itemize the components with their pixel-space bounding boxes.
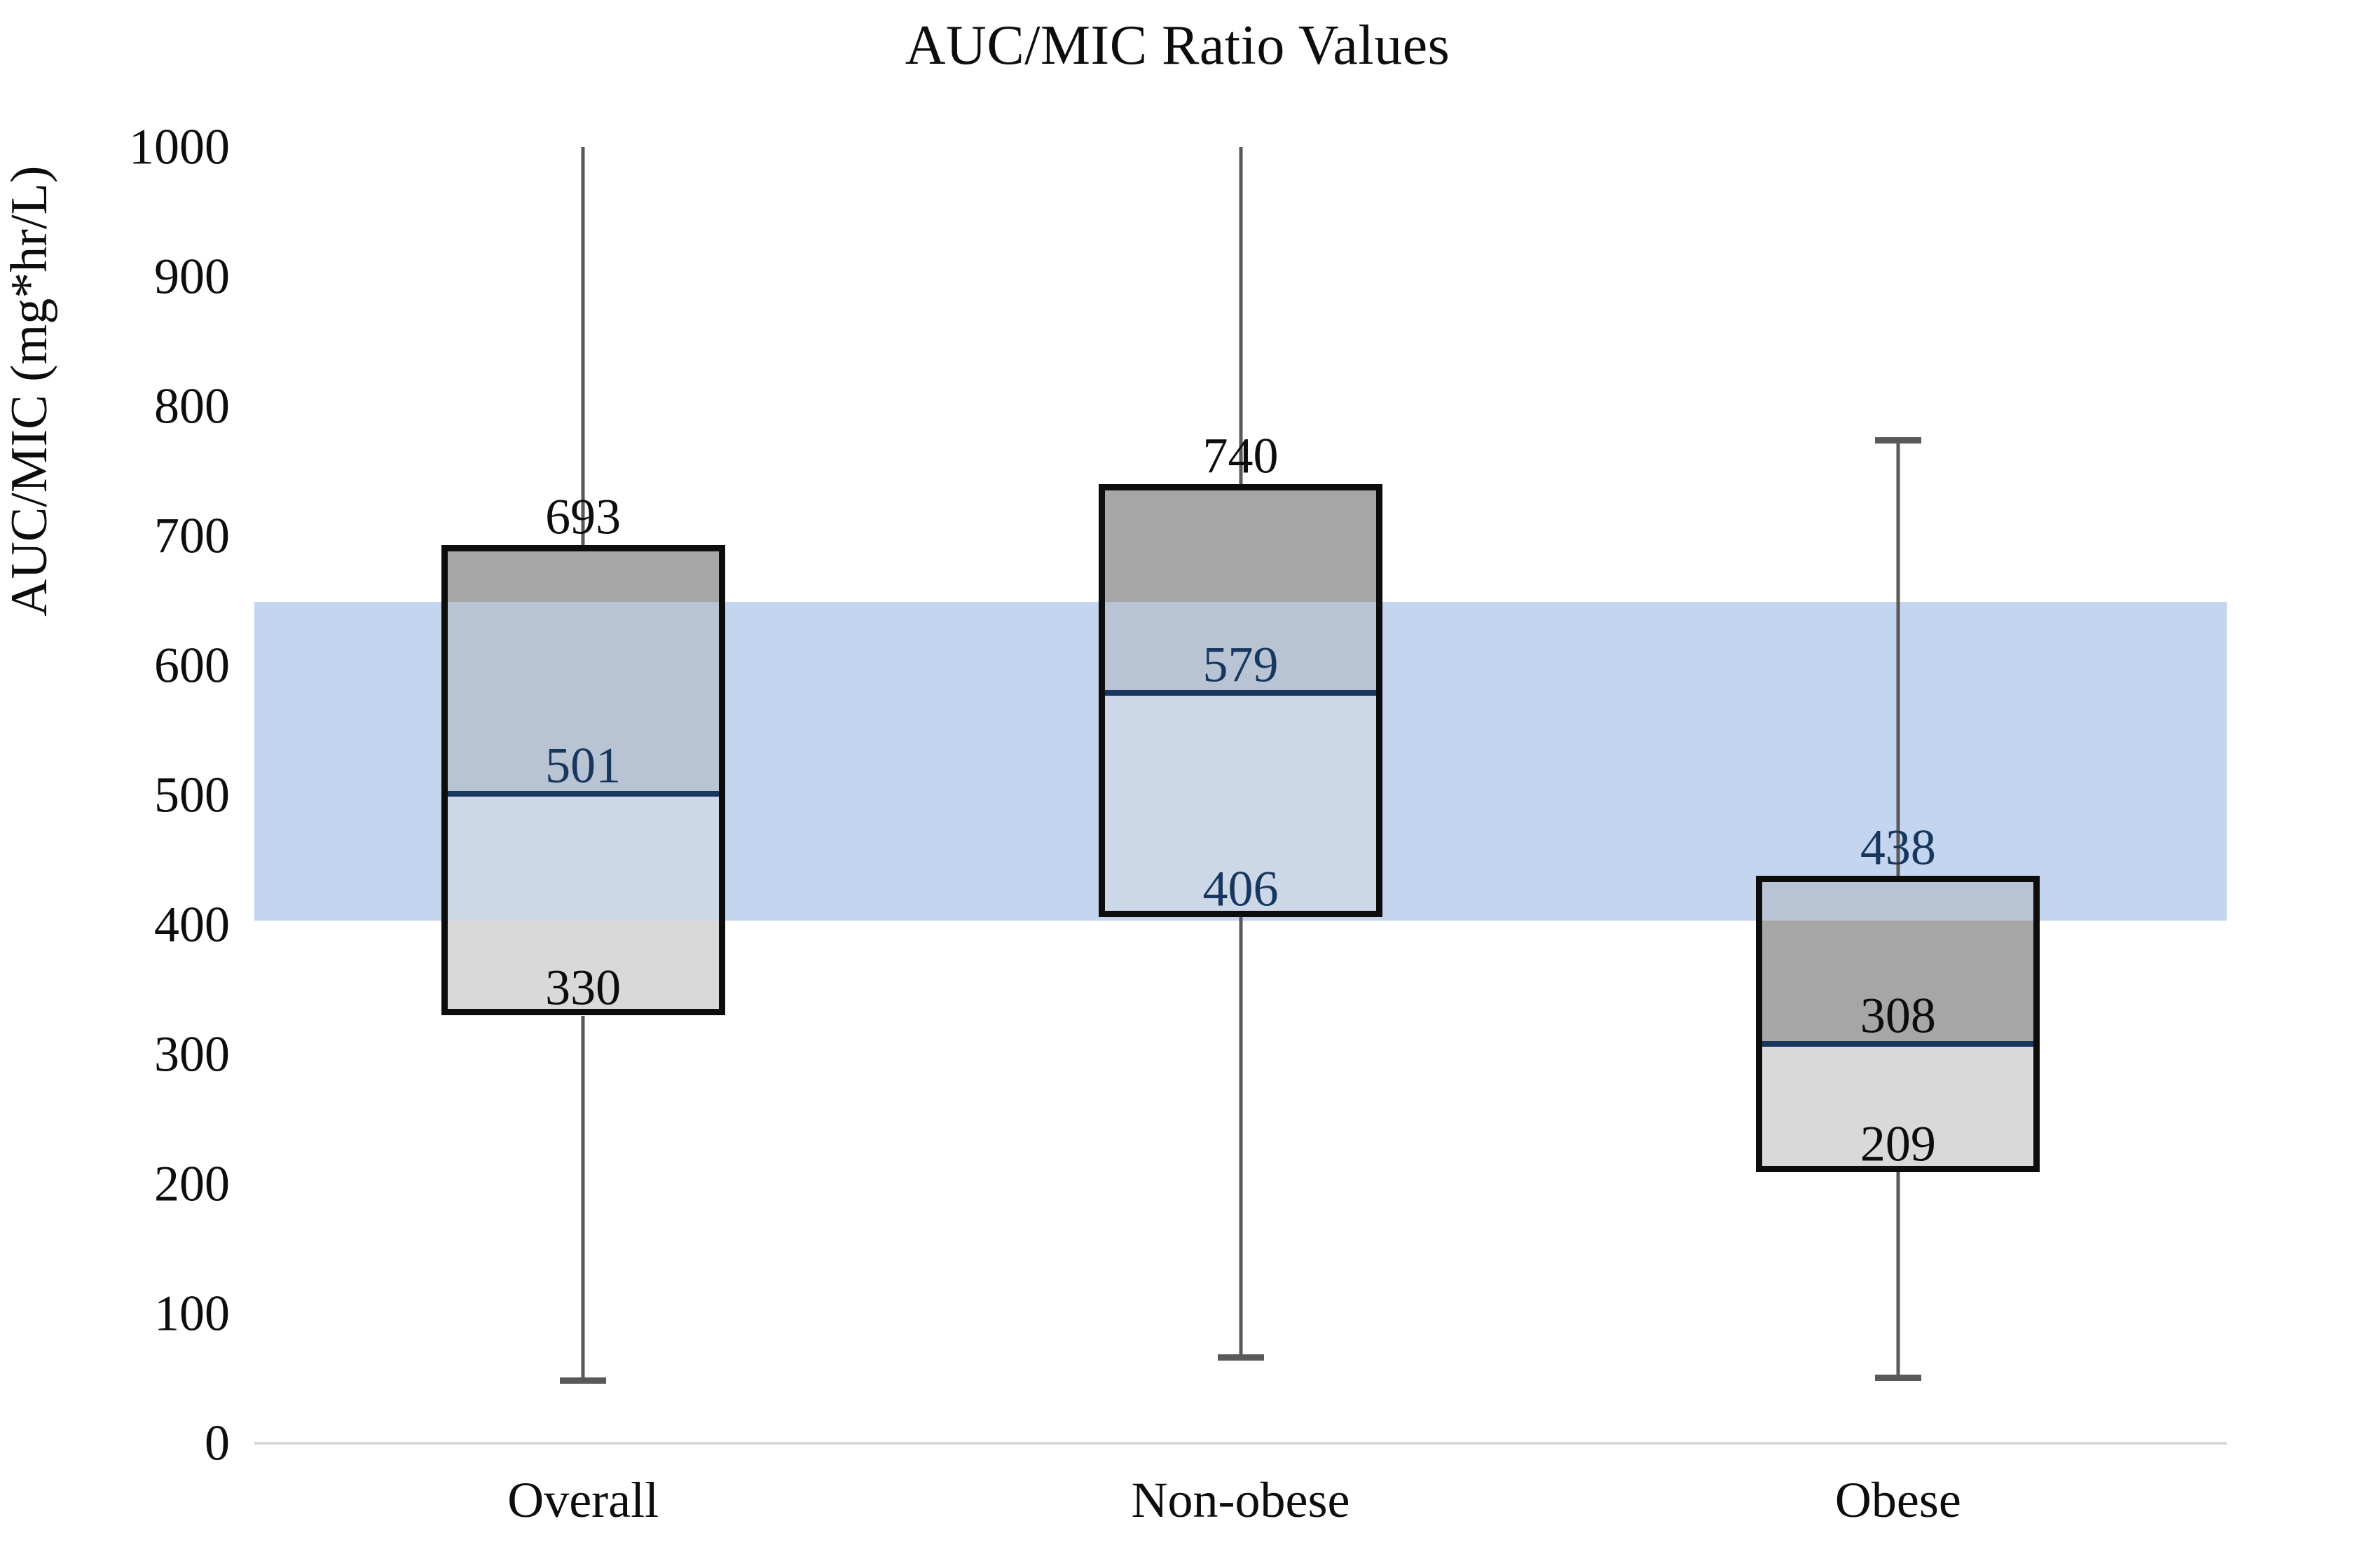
box-lower-quartile-fill (1756, 1044, 2040, 1173)
whisker-cap-lower (1217, 1354, 1264, 1361)
value-label-q3: 693 (545, 488, 622, 545)
chart-title: AUC/MIC Ratio Values (905, 15, 1450, 76)
value-label-q1: 209 (1860, 1115, 1936, 1172)
y-tick-label-600: 600 (154, 637, 230, 694)
x-tick-label-non-obese: Non-obese (1131, 1472, 1350, 1528)
whisker-upper (581, 147, 585, 545)
whisker-cap-lower (560, 1377, 607, 1384)
whisker-cap-lower (1874, 1375, 1921, 1382)
box-plot-overall[interactable]: 693 501 330 (441, 147, 725, 1443)
value-label-median: 308 (1860, 987, 1936, 1044)
median-line (441, 791, 725, 797)
value-label-q1: 406 (1202, 860, 1279, 917)
y-tick-label-700: 700 (154, 507, 230, 564)
whisker-cap-upper (1874, 437, 1921, 444)
y-tick-label-500: 500 (154, 766, 230, 823)
y-tick-label-300: 300 (154, 1026, 230, 1082)
whisker-upper (1896, 437, 1900, 876)
whisker-lower (1896, 1172, 1900, 1382)
box-plot-non-obese[interactable]: 740 579 406 (1099, 147, 1382, 1443)
value-label-q3: 438 (1860, 819, 1936, 876)
value-label-q1: 330 (545, 959, 622, 1015)
median-line (1099, 689, 1382, 696)
box-plot-obese[interactable]: 438 308 209 (1756, 147, 2040, 1443)
x-tick-label-overall: Overall (507, 1472, 659, 1528)
median-line (1756, 1041, 2040, 1047)
whisker-upper (1239, 147, 1242, 484)
box-outline (1756, 875, 2040, 1173)
y-tick-label-100: 100 (154, 1285, 230, 1342)
y-tick-label-0: 0 (205, 1415, 230, 1471)
y-tick-label-400: 400 (154, 896, 230, 953)
band-overlay (1756, 875, 2040, 921)
band-overlay (1099, 602, 1382, 917)
y-tick-label-1000: 1000 (129, 118, 230, 175)
y-tick-label-200: 200 (154, 1155, 230, 1212)
box-outline (1099, 484, 1382, 917)
box-outline (441, 544, 725, 1016)
value-label-q3: 740 (1202, 427, 1279, 484)
x-tick-label-obese: Obese (1834, 1472, 1961, 1528)
value-label-median: 501 (545, 737, 622, 794)
y-tick-label-900: 900 (154, 248, 230, 305)
x-axis-line (254, 1442, 2227, 1445)
whisker-lower (1239, 916, 1242, 1361)
whisker-lower (581, 1015, 585, 1384)
y-tick-label-800: 800 (154, 378, 230, 434)
plot-area: 693 501 330 740 579 406 438 308 209 (254, 147, 2227, 1443)
value-label-median: 579 (1202, 636, 1279, 693)
band-overlay (441, 602, 725, 921)
